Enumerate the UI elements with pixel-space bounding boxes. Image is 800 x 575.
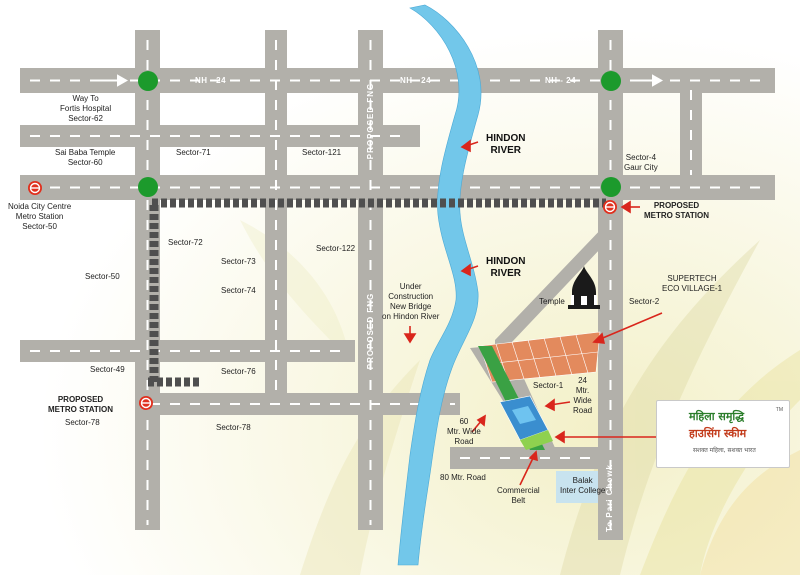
label-temple: Temple [539,297,565,306]
arrow-icon [519,455,535,486]
label-noida-city-centre: Noida City Centre Metro Station Sector-5… [8,202,72,231]
arrow-icon [554,430,565,444]
label-sector-122: Sector-122 [316,244,356,253]
label-to-pari-chowk: To Pari Chowk [605,464,614,532]
logo-trademark: TM [775,407,783,413]
arrow-icon [620,200,631,214]
road-sector-2-curve [495,200,620,450]
roundabout-icon [138,71,158,91]
label-hindon-river-south: HINDON RIVER [486,256,526,279]
label-proposed-fng-south: PROPOSED FNG [366,292,375,370]
arrow-icon [117,74,129,87]
label-sector-1: Sector-1 [533,381,564,390]
label-under-construction-bridge: Under Construction New Bridge on Hindon … [382,282,440,321]
housing-site-inner [512,406,536,424]
label-proposed-metro-station-west: PROPOSED METRO STATION [48,395,114,414]
commercial-belt-strip [520,430,553,450]
arrow-icon [476,414,486,427]
arrow-icon [544,398,555,412]
mahila-samriddhi-logo: महिला समृद्धि हाउसिंग स्कीम सशक्त महिला,… [656,400,790,468]
logo-line-2: हाउसिंग स्कीम [689,427,747,440]
roundabout-icon [601,71,621,91]
label-80-mtr-road: 80 Mtr. Road [440,473,486,482]
nh24-direction-arrows [95,74,664,87]
label-hindon-river-north: HINDON RIVER [486,133,526,156]
label-24-mtr-road: 24 Mtr. Wide Road [573,376,593,415]
label-fortis-hospital: Way To Fortis Hospital Sector-62 [60,94,112,123]
label-sector-71: Sector-71 [176,148,211,157]
arrow-icon [460,263,471,277]
label-sector-76: Sector-76 [221,367,256,376]
label-proposed-metro-station-east: PROPOSED METRO STATION [644,201,710,220]
label-sector-2: Sector-2 [629,297,660,306]
metro-icon [28,181,42,195]
road-vertical-2 [265,30,287,400]
metro-icon [603,200,617,214]
label-balak-inter-college: Balak Inter College [560,476,606,495]
roundabout-icon [601,177,621,197]
label-sector-78-left: Sector-78 [65,418,100,427]
metro-stations [28,181,617,410]
roundabouts [138,71,621,197]
label-supertech-eco-village: SUPERTECH ECO VILLAGE-1 [662,274,723,293]
arrow-icon [592,332,606,344]
label-sector-73: Sector-73 [221,257,256,266]
label-sector-74: Sector-74 [221,286,256,295]
metro-icon [139,396,153,410]
label-sector-4-gaur-city: Sector-4 Gaur City [624,153,658,172]
label-sector-49: Sector-49 [90,365,125,374]
metro-line [148,198,606,387]
label-60-mtr-road: 60 Mtr. Wide Road [447,417,481,446]
label-sector-78: Sector-78 [216,423,251,432]
nh24-label: NH - 24 [195,76,227,85]
annotation-arrows [403,139,663,486]
roundabout-icon [138,177,158,197]
temple-icon [568,266,600,309]
logo-tagline: सशक्त महिला, सशक्त भारत [693,447,756,454]
label-sector-50: Sector-50 [85,272,120,281]
arrow-icon [597,312,663,341]
arrow-icon [403,333,417,344]
balak-inter-college-block [556,471,598,503]
label-sector-121: Sector-121 [302,148,342,157]
label-sector-72: Sector-72 [168,238,203,247]
arrow-icon [460,139,471,153]
label-sai-baba-temple: Sai Baba Temple Sector-60 [55,148,116,167]
logo-line-1: महिला समृद्धि [689,410,745,423]
nh24-label: NH - 24 [545,76,577,85]
arrow-icon [528,450,538,462]
arrow-icon [652,74,664,87]
label-proposed-fng-north: PROPOSED FNG [366,82,375,160]
nh24-label: NH - 24 [400,76,432,85]
label-commercial-belt: Commercial Belt [497,486,540,505]
